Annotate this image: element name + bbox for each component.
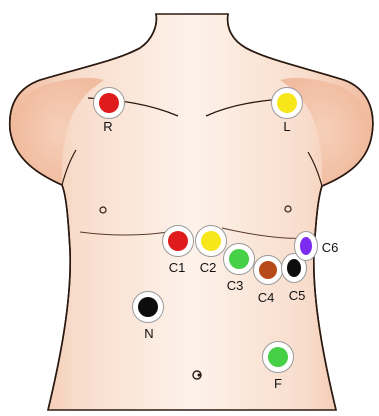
electrode-dot [138, 297, 158, 317]
electrode-dot [287, 259, 301, 277]
electrode-dot [259, 261, 277, 279]
electrode-label: C4 [258, 290, 275, 305]
electrode-dot [201, 231, 221, 251]
electrode-dot [300, 237, 312, 255]
electrode-label: R [103, 119, 112, 134]
electrode-label: L [283, 119, 290, 134]
electrode-label: C2 [200, 260, 217, 275]
electrode-label: C6 [322, 240, 339, 255]
electrode-label: N [144, 326, 153, 341]
electrode-dot [229, 249, 249, 269]
electrode-dot [168, 231, 188, 251]
electrode-c6: C6 [295, 232, 339, 261]
electrode-dot [99, 93, 119, 113]
electrode-dot [277, 93, 297, 113]
electrode-label: F [274, 376, 282, 391]
electrode-dot [268, 347, 288, 367]
electrode-label: C3 [227, 278, 244, 293]
electrode-label: C1 [169, 260, 186, 275]
electrode-label: C5 [289, 288, 306, 303]
